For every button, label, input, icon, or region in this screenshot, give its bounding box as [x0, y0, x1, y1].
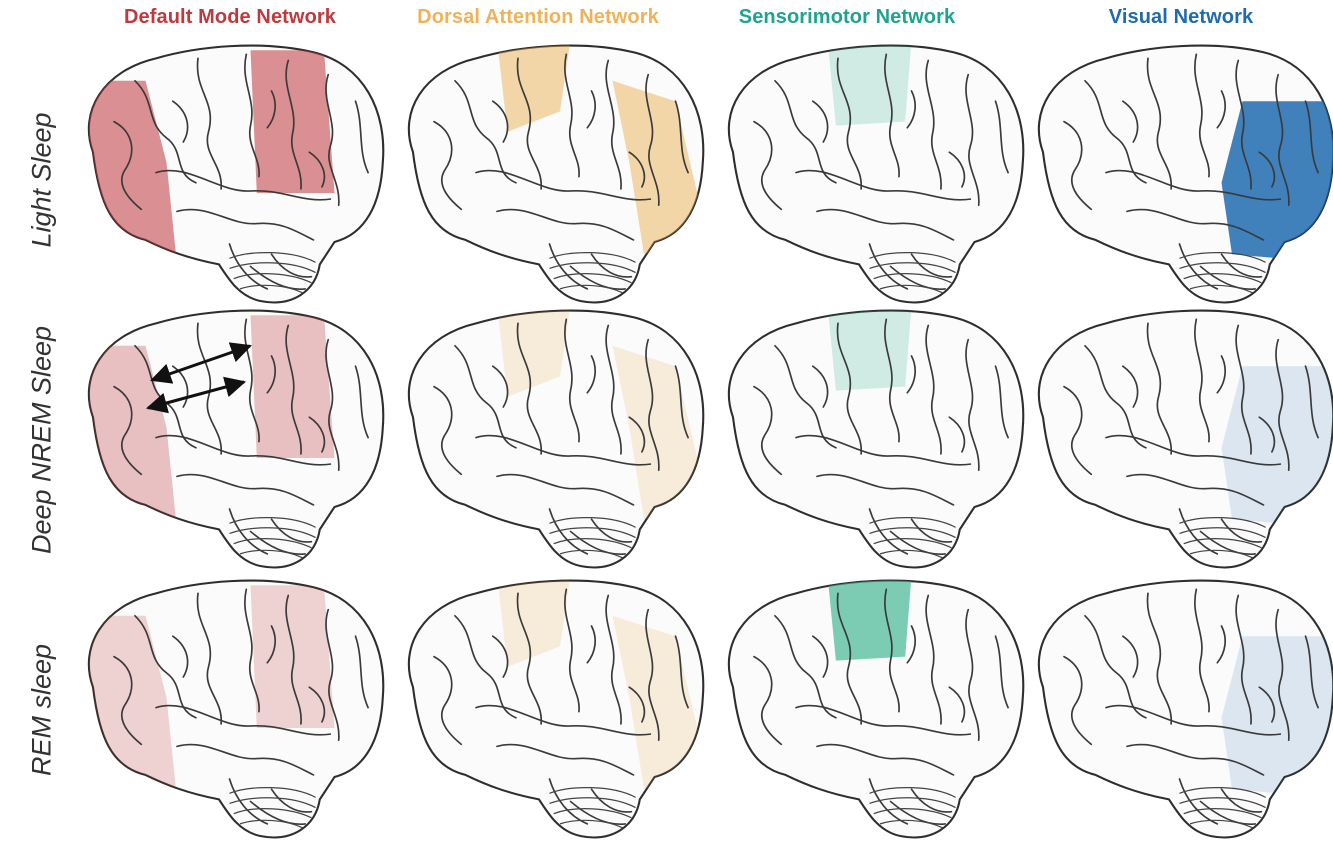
double-arrow-1	[150, 342, 252, 384]
brain-panel-r3-c1	[87, 579, 385, 839]
network-highlight-visual	[1221, 636, 1333, 800]
brain-panel-r2-c2	[407, 309, 705, 569]
network-highlight-visual	[1221, 101, 1333, 265]
column-header-sensorimotor: Sensorimotor Network	[738, 6, 956, 28]
brain-panel-r1-c3	[727, 44, 1025, 304]
brain-panel-r1-c1	[87, 44, 385, 304]
network-highlight-visual	[1221, 366, 1333, 530]
double-arrow-2	[145, 376, 247, 414]
brain-panel-r2-c1	[87, 309, 385, 569]
brain-panel-r2-c4	[1037, 309, 1333, 569]
brain-panel-r2-c3	[727, 309, 1025, 569]
column-header-dorsal-attention: Dorsal Attention Network	[417, 6, 659, 28]
brain-panel-r3-c3	[727, 579, 1025, 839]
column-header-visual: Visual Network	[1108, 6, 1254, 28]
connectivity-arrows	[145, 342, 252, 414]
brain-panel-r3-c2	[407, 579, 705, 839]
brain-panel-r1-c2	[407, 44, 705, 304]
brain-panel-r3-c4	[1037, 579, 1333, 839]
brain-panel-r1-c4	[1037, 44, 1333, 304]
column-header-default-mode: Default Mode Network	[123, 6, 337, 28]
